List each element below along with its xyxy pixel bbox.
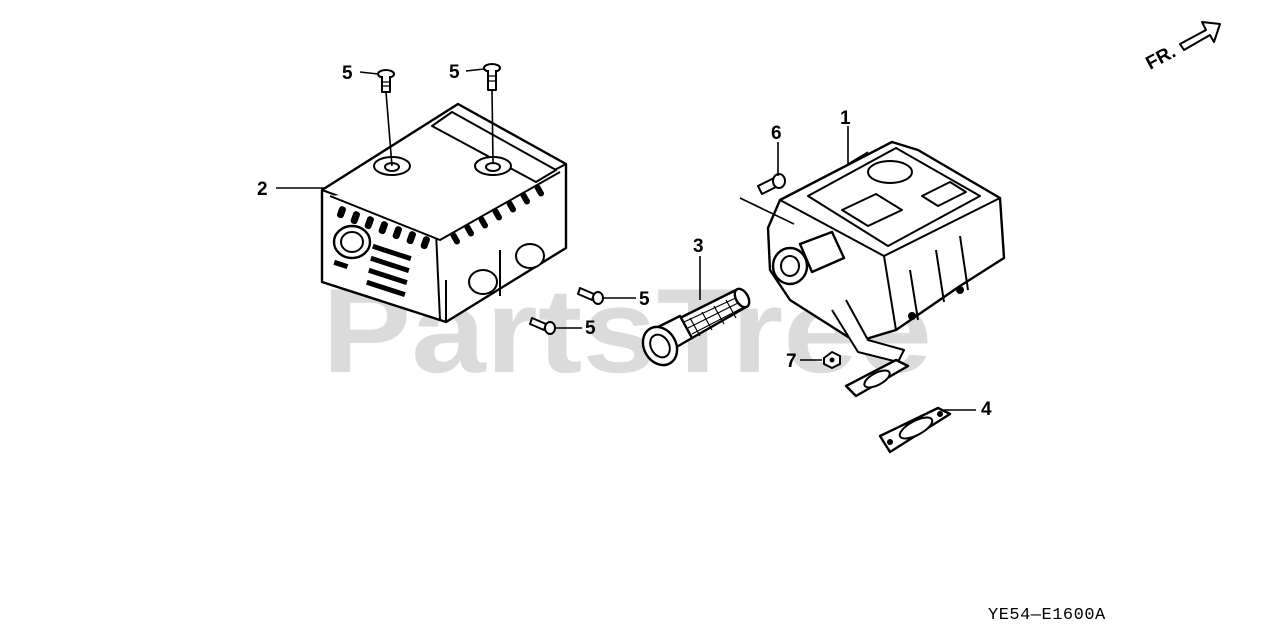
callout-5-side-upper: 5 xyxy=(639,289,650,310)
spark-arrester xyxy=(641,287,751,367)
callout-6: 6 xyxy=(771,123,782,144)
gasket xyxy=(878,406,952,454)
callout-5-side-lower: 5 xyxy=(585,318,596,339)
callout-5-top-right: 5 xyxy=(449,62,460,83)
callout-7: 7 xyxy=(786,351,797,372)
leader-lines xyxy=(276,68,976,411)
callout-3: 3 xyxy=(693,236,704,257)
callout-4: 4 xyxy=(981,399,992,420)
callout-1: 1 xyxy=(840,108,851,129)
screw xyxy=(483,63,501,91)
callout-5-top-left: 5 xyxy=(342,63,353,84)
callout-2: 2 xyxy=(257,179,268,200)
front-arrow-icon xyxy=(1179,21,1221,51)
muffler xyxy=(766,140,1006,363)
nut xyxy=(823,351,841,369)
front-direction-indicator: FR. xyxy=(1142,21,1221,75)
front-direction-label: FR. xyxy=(1142,42,1179,75)
screw xyxy=(577,287,604,305)
muffler-protector xyxy=(320,102,568,324)
diagram-code: YE54—E1600A xyxy=(988,606,1106,625)
screw xyxy=(377,69,395,93)
muffler-flange-gasket xyxy=(844,358,910,398)
flange-bolt xyxy=(757,173,786,195)
